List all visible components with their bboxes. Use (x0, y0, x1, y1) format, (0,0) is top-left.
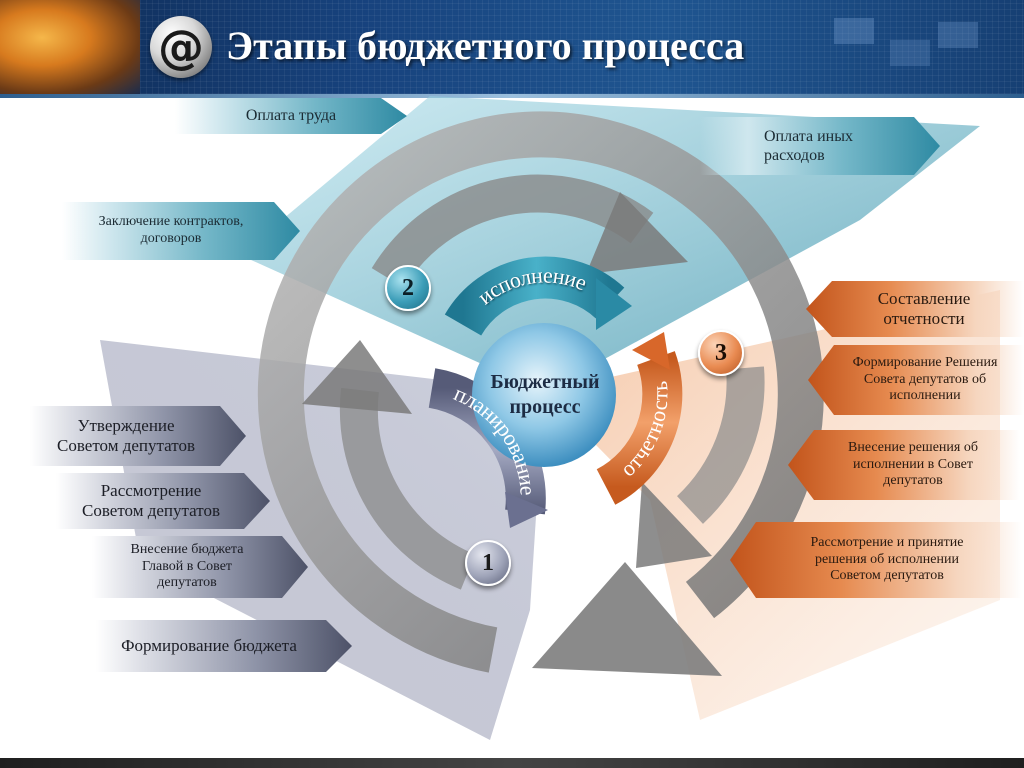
planning-item-formation: Формирование бюджета (96, 620, 352, 672)
inner-arrow-execution (371, 174, 654, 289)
reporting-item-adoption: Рассмотрение и принятие решения об испол… (730, 522, 1022, 598)
inner-arrow-planning (339, 387, 476, 590)
label-line: Советом депутатов (82, 501, 220, 520)
label-line: исполнении (889, 388, 961, 404)
label-line: Главой в Совет (141, 558, 233, 574)
label-line: договоров (140, 231, 202, 246)
reporting-item-submission: Внесение решения об исполнении в Совет д… (788, 430, 1020, 500)
inner-arrow-planning-head (302, 340, 412, 414)
execution-item-payroll: Оплата труда (175, 98, 407, 134)
label-line: расходов (764, 147, 825, 164)
label-line: исполнении в Совет (853, 456, 973, 472)
label-line: Формирование бюджета (121, 635, 297, 655)
label-line: Формирование Решения (852, 354, 998, 370)
execution-band-arrow (596, 278, 632, 330)
label-line: депутатов (883, 473, 943, 489)
header-pattern (140, 0, 1024, 94)
label-line: Оплата иных (764, 127, 853, 145)
stage-number-execution: 2 (385, 265, 431, 311)
reporting-band-arrow (632, 332, 670, 370)
label-line: Внесение решения об (848, 439, 978, 455)
execution-band (444, 256, 625, 337)
center-caption-line: Бюджетный (490, 371, 600, 393)
at-sign-icon: @ (150, 16, 212, 78)
label-line: Советом депутатов (57, 436, 195, 455)
label-line: Рассмотрение (100, 480, 202, 500)
header-cubes-decoration (834, 18, 984, 74)
planning-band-arrow (505, 492, 548, 528)
outer-ring (257, 111, 824, 673)
header-photo (0, 0, 140, 94)
label-line: Советом депутатов (830, 568, 944, 584)
execution-item-other-expenses: Оплата иных расходов (700, 117, 940, 175)
inner-arrow-reporting-head (636, 482, 712, 568)
label-line: отчетности (883, 309, 965, 328)
label-line: Внесение бюджета (130, 541, 244, 557)
center-circle (472, 323, 616, 467)
reporting-item-compilation: Составление отчетности (806, 281, 1024, 337)
inner-arrow-reporting (676, 366, 765, 524)
header-stripe (0, 94, 1024, 98)
planning-item-review: Рассмотрение Советом депутатов (56, 473, 270, 529)
label-line: Совета депутатов об (863, 371, 987, 387)
center-caption-line: процесс (509, 396, 581, 418)
stage-number-reporting: 3 (698, 330, 744, 376)
outer-ring-arrowhead (532, 562, 722, 676)
label-line: Оплата труда (245, 107, 337, 125)
execution-item-contracts: Заключение контрактов, договоров (62, 202, 300, 260)
reporting-band (596, 351, 683, 505)
label-line: решения об исполнении (815, 551, 959, 567)
page-title: Этапы бюджетного процесса (226, 23, 745, 68)
center-caption: Бюджетный процесс (470, 360, 620, 430)
inner-arrow-execution-head (586, 192, 688, 274)
label-line: депутатов (157, 575, 217, 591)
header-banner (0, 0, 1024, 94)
footer-stripe (0, 758, 1024, 768)
planning-item-submission: Внесение бюджета Главой в Совет депутато… (92, 536, 308, 598)
reporting-item-decision: Формирование Решения Совета депутатов об… (808, 345, 1024, 415)
stage-number-planning: 1 (465, 540, 511, 586)
label-line: Составление (877, 288, 971, 308)
label-line: Заключение контрактов, (98, 214, 244, 230)
label-line: Утверждение (77, 415, 175, 435)
planning-item-approval: Утверждение Советом депутатов (30, 406, 246, 466)
label-line: Рассмотрение и принятие (810, 534, 964, 550)
